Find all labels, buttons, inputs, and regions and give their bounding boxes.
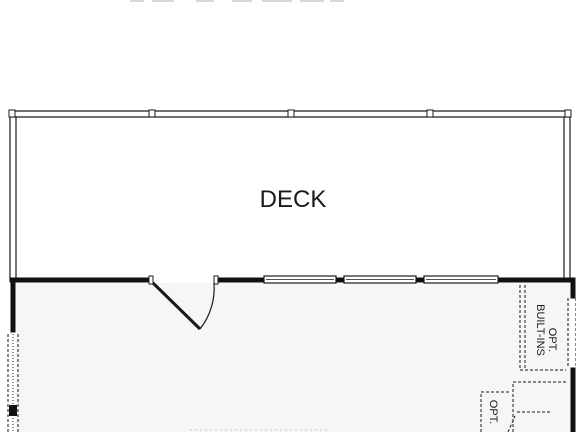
- left-wall-window: [7, 334, 19, 432]
- opt-label: OPT.: [487, 400, 499, 424]
- deck-railing-posts: [8, 109, 572, 118]
- top-remnant-marks: [130, 0, 344, 2]
- exterior-wall: [9, 277, 576, 432]
- swing-door: [148, 275, 219, 331]
- interior-floor: [16, 283, 570, 432]
- optional-built-ins: [519, 285, 566, 371]
- built-ins-label-line1: OPT.: [546, 328, 558, 352]
- deck-label: DECK: [260, 186, 327, 213]
- sliding-window-panels: [263, 275, 499, 284]
- right-wall-window: [567, 298, 576, 368]
- built-ins-label-line2: BUILT-INS: [534, 304, 546, 356]
- optional-fixture: [480, 381, 566, 432]
